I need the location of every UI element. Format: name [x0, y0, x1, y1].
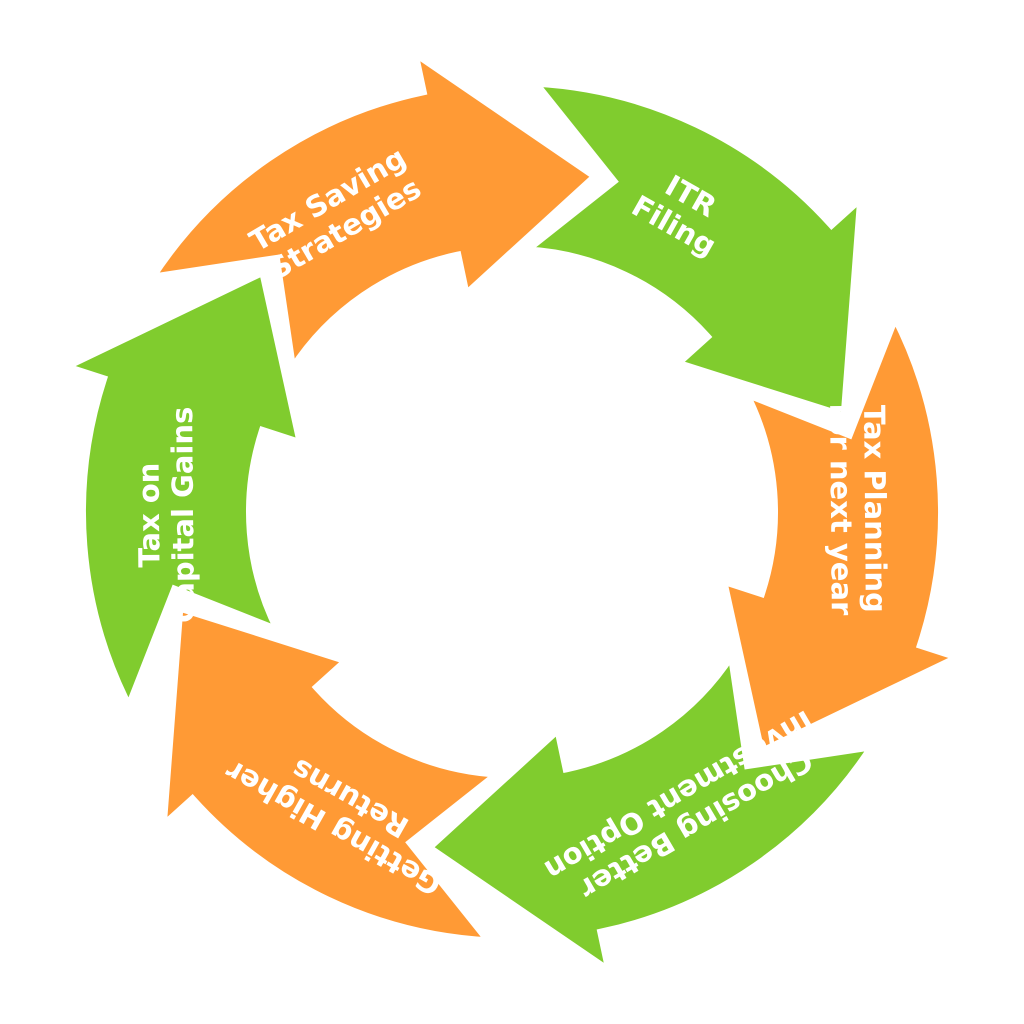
cycle-arrow-choosing-better-investment	[421, 643, 881, 981]
cycle-arrow-tax-saving-strategies	[143, 43, 603, 381]
step-label-line: Tax on	[132, 463, 167, 568]
cycle-arrow-tax-on-capital-gains	[54, 265, 307, 717]
cycle-arrow-itr-filing	[514, 78, 867, 422]
cycle-arrow-tax-planning-next-year	[717, 307, 970, 759]
cycle-arrow-getting-higher-returns	[157, 602, 510, 946]
step-label-line: Capital Gains	[165, 407, 201, 624]
step-label-line: Tax Planning	[857, 405, 893, 613]
step-label-line: for next year	[823, 403, 859, 616]
